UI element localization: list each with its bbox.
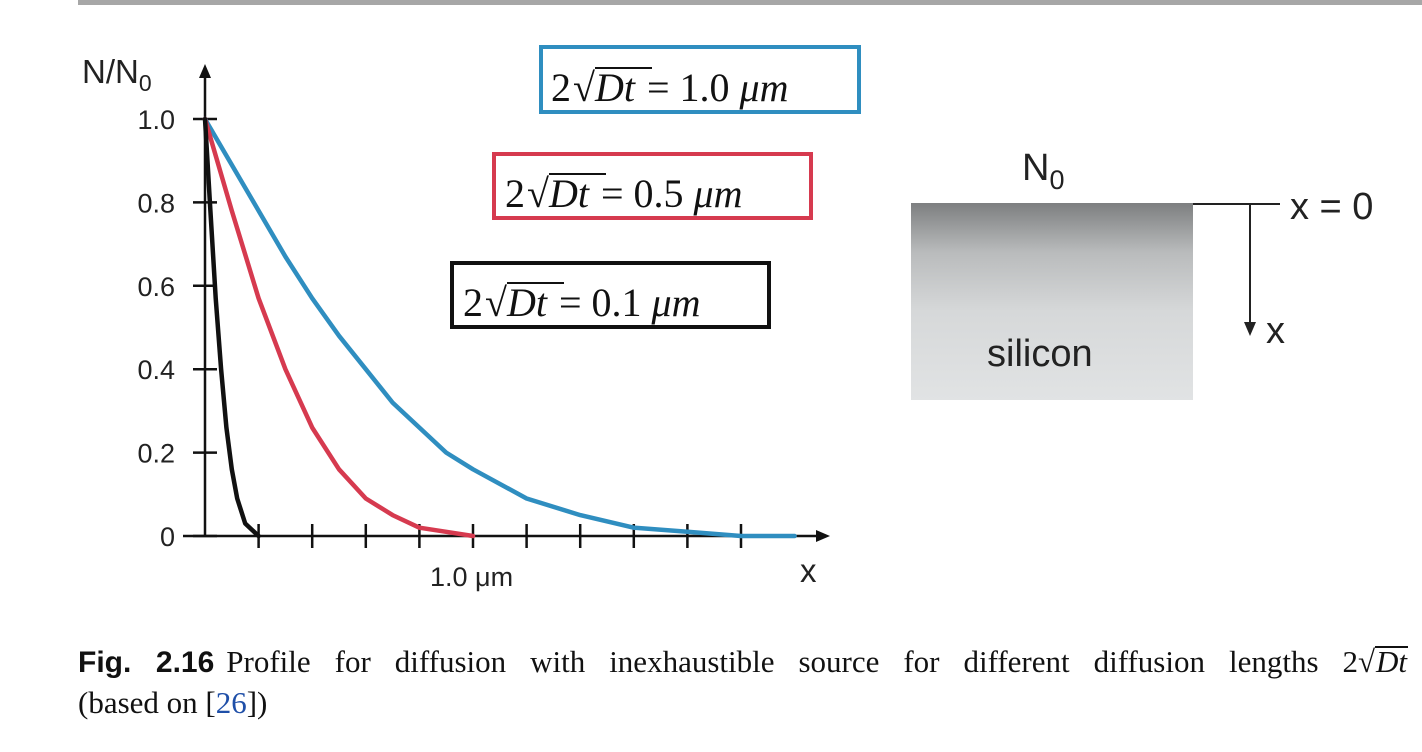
y-tick-label: 1.0	[137, 105, 175, 135]
surface-label: N0	[1022, 147, 1064, 195]
top-rule	[78, 0, 1422, 5]
caption-reference-link[interactable]: 26	[215, 685, 247, 720]
silicon-label: silicon	[987, 333, 1093, 375]
y-tick-label: 0	[160, 522, 175, 552]
series-line-1	[202, 116, 797, 539]
caption-radicand: Dt	[1375, 644, 1409, 679]
legend-box-blue	[539, 45, 861, 114]
figure-caption: Fig. 2.16 Profile for diffusion with inex…	[78, 642, 1409, 723]
y-tick-label: 0.8	[137, 188, 175, 218]
figure: 1.0 0.8 0.6 0.4 0.2 0 N/N0 1.0 μm x 2√Dt= 1.0…	[82, 45, 1373, 592]
x-zero-label: x = 0	[1290, 186, 1373, 228]
caption-text: Profile for diffusion with inexhaustible…	[226, 644, 1358, 679]
caption-line-2: (based on [26])	[78, 685, 268, 720]
y-tick-label: 0.4	[137, 355, 175, 385]
y-ticks: 1.0 0.8 0.6 0.4 0.2 0	[137, 105, 217, 552]
y-tick-label: 0.2	[137, 439, 175, 469]
depth-arrow	[1244, 322, 1256, 336]
caption-line-1: Fig. 2.16 Profile for diffusion with inex…	[78, 642, 1409, 683]
y-tick-label: 0.6	[137, 272, 175, 302]
series-line-3	[202, 116, 261, 539]
series-line-2	[202, 116, 476, 539]
chart: 1.0 0.8 0.6 0.4 0.2 0 N/N0 1.0 μm x 2√Dt= 1.0…	[82, 45, 861, 592]
caption-radical: √	[1358, 644, 1376, 679]
figure-number: Fig. 2.16	[78, 646, 215, 679]
y-axis-label: N/N0	[82, 53, 152, 96]
silicon-block	[911, 203, 1193, 400]
x-axis-label: x	[800, 552, 817, 589]
legend-box-red	[492, 152, 813, 220]
depth-axis-label: x	[1266, 310, 1285, 352]
legend-box-black	[450, 261, 771, 329]
x-axis-arrow	[816, 530, 830, 542]
y-axis-arrow	[199, 64, 211, 78]
series-lines	[202, 116, 797, 539]
silicon-diagram: N0 x = 0 x silicon	[911, 147, 1373, 400]
x-tick-label: 1.0 μm	[430, 562, 513, 592]
